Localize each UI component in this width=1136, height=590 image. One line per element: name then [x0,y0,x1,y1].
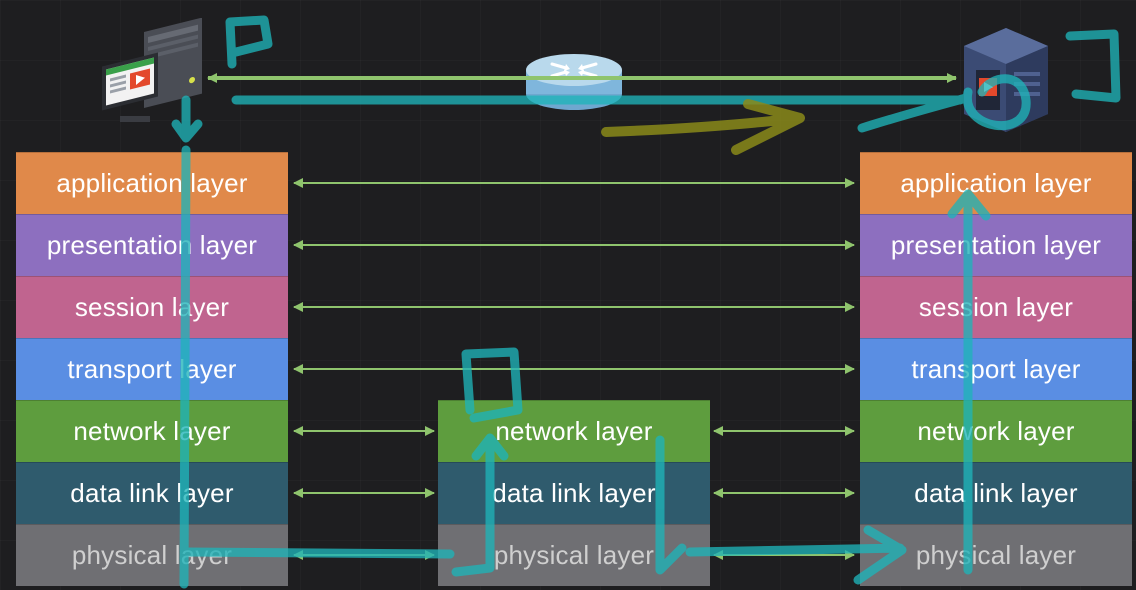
annotation-bottom-left-run [181,547,455,559]
middle-physical-layer: physical layer [438,524,710,586]
annotation-mid-down [655,435,687,575]
annotation-mid-box [461,347,523,423]
annotation-left-down [171,95,203,143]
annotation-bottom-right-run [685,525,907,585]
annotation-mid-up [451,433,509,577]
left-network-layer: network layer [16,400,288,462]
annotation-yellow-arrow [601,99,805,155]
left-application-layer: application layer [16,152,288,214]
left-transport-layer: transport layer [16,338,288,400]
annotation-left-descent [179,145,191,589]
right-transport-layer: transport layer [860,338,1132,400]
left-presentation-layer: presentation layer [16,214,288,276]
left-physical-layer: physical layer [16,524,288,586]
right-session-layer: session layer [860,276,1132,338]
left-host-stack: application layer presentation layer ses… [16,152,288,586]
left-data-link-layer: data link layer [16,462,288,524]
right-network-layer: network layer [860,400,1132,462]
middle-data-link-layer: data link layer [438,462,710,524]
right-host-stack: application layer presentation layer ses… [860,152,1132,586]
annotation-right-swoop [857,93,971,133]
client-computer-icon [102,18,202,122]
annotation-right-ascent [947,189,991,575]
left-session-layer: session layer [16,276,288,338]
right-physical-layer: physical layer [860,524,1132,586]
right-presentation-layer: presentation layer [860,214,1132,276]
annotation-server-circle [962,74,1031,131]
annotation-right-box [1065,29,1121,103]
right-data-link-layer: data link layer [860,462,1132,524]
annotation-left-box [225,15,273,69]
right-application-layer: application layer [860,152,1132,214]
